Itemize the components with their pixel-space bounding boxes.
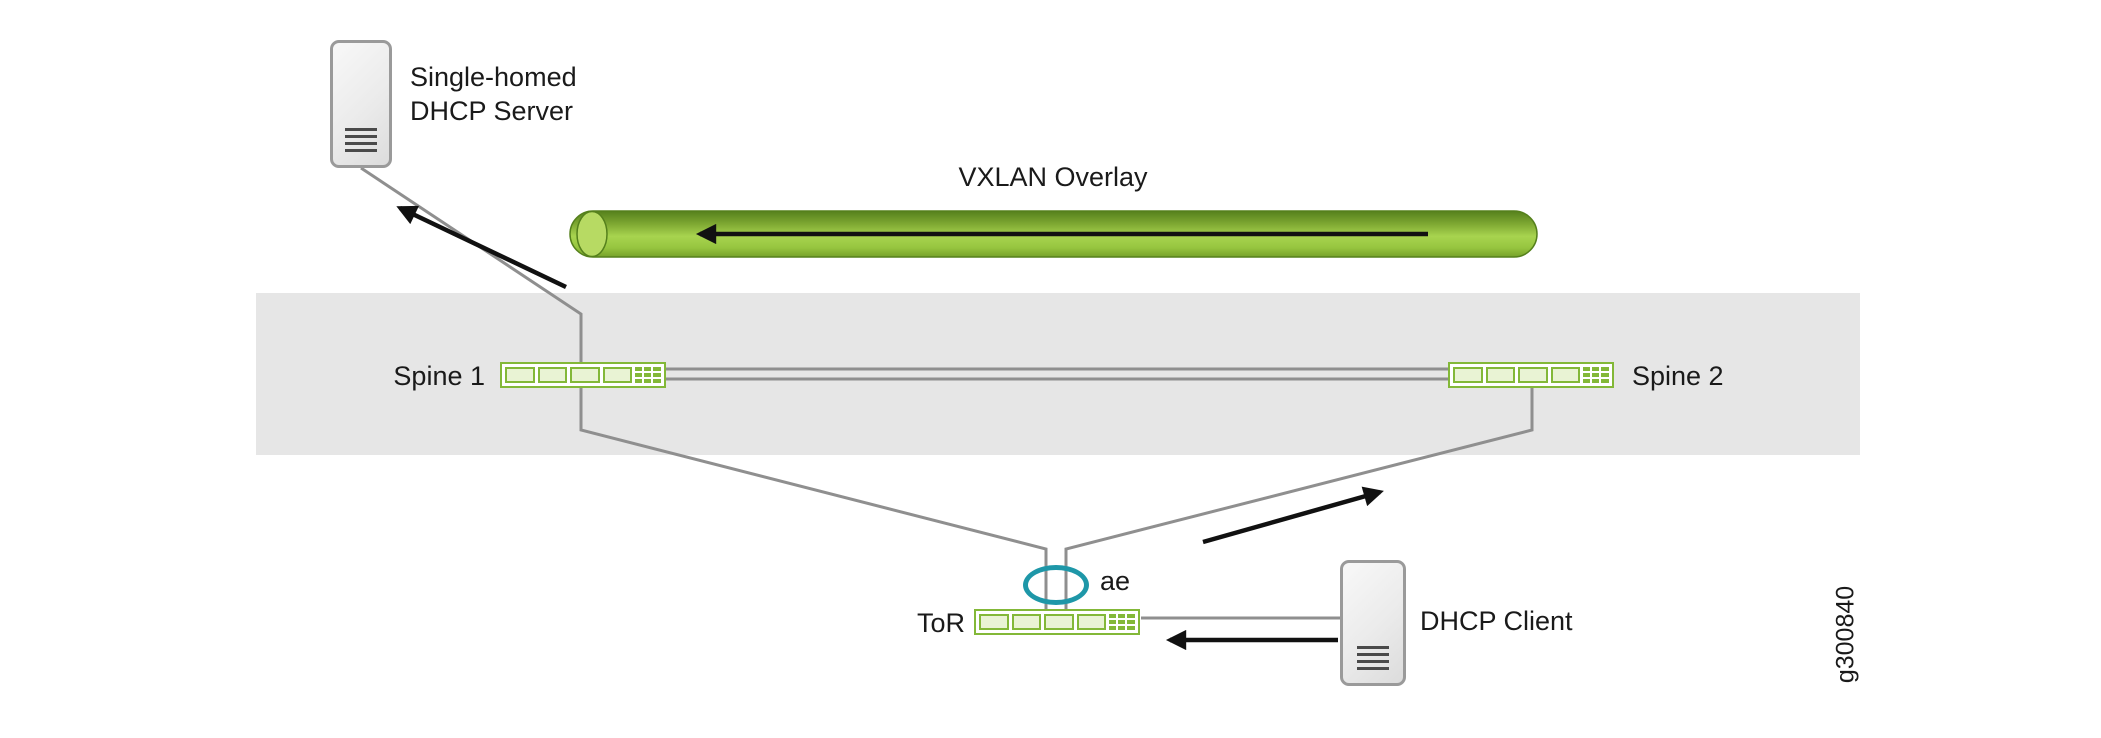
switch-port (505, 367, 535, 383)
flow-arrows (396, 205, 1384, 651)
switch-port (1453, 367, 1483, 383)
switch-port (1550, 367, 1580, 383)
switch-port (979, 614, 1009, 630)
spine2-label: Spine 2 (1632, 361, 1724, 391)
switch-port-grid (635, 367, 661, 383)
connector-server-to-spine1 (360, 166, 583, 363)
spine1-switch-icon (500, 362, 666, 388)
fabric-band (256, 293, 1860, 455)
tor-label: ToR (916, 608, 965, 638)
switch-port (1518, 367, 1548, 383)
server-vents-icon (1357, 646, 1389, 671)
spine1-label: Spine 1 (393, 361, 485, 391)
dhcp-server-icon (330, 40, 392, 168)
switch-port (1044, 614, 1074, 630)
dhcp-client-label: DHCP Client (1420, 606, 1573, 636)
arrow-to-dhcp-server (396, 205, 567, 290)
tor-switch-icon (974, 609, 1140, 635)
ae-lag-ellipse-icon (1023, 565, 1089, 605)
switch-port-grid (1583, 367, 1609, 383)
spine2-switch-icon (1448, 362, 1614, 388)
ae-label: ae (1100, 566, 1131, 596)
dhcp-server-label-line2: DHCP Server (410, 96, 574, 126)
dhcp-server-label-line1: Single-homed (410, 62, 577, 92)
switch-port (1485, 367, 1515, 383)
switch-port (537, 367, 567, 383)
arrow-tor-to-spine2 (1202, 486, 1384, 545)
switch-port (1011, 614, 1041, 630)
vxlan-overlay-label: VXLAN Overlay (958, 162, 1148, 192)
dhcp-client-icon (1340, 560, 1406, 686)
figure-id-label: g300840 (1831, 585, 1860, 684)
switch-port (570, 367, 600, 383)
tunnel-end-cap (576, 210, 608, 258)
switch-port-grid (1109, 614, 1135, 630)
switch-port (602, 367, 632, 383)
vxlan-tunnel (569, 210, 1538, 258)
server-vents-icon (345, 128, 377, 153)
dhcp-server-label: Single-homed DHCP Server (410, 60, 577, 128)
switch-port (1076, 614, 1106, 630)
